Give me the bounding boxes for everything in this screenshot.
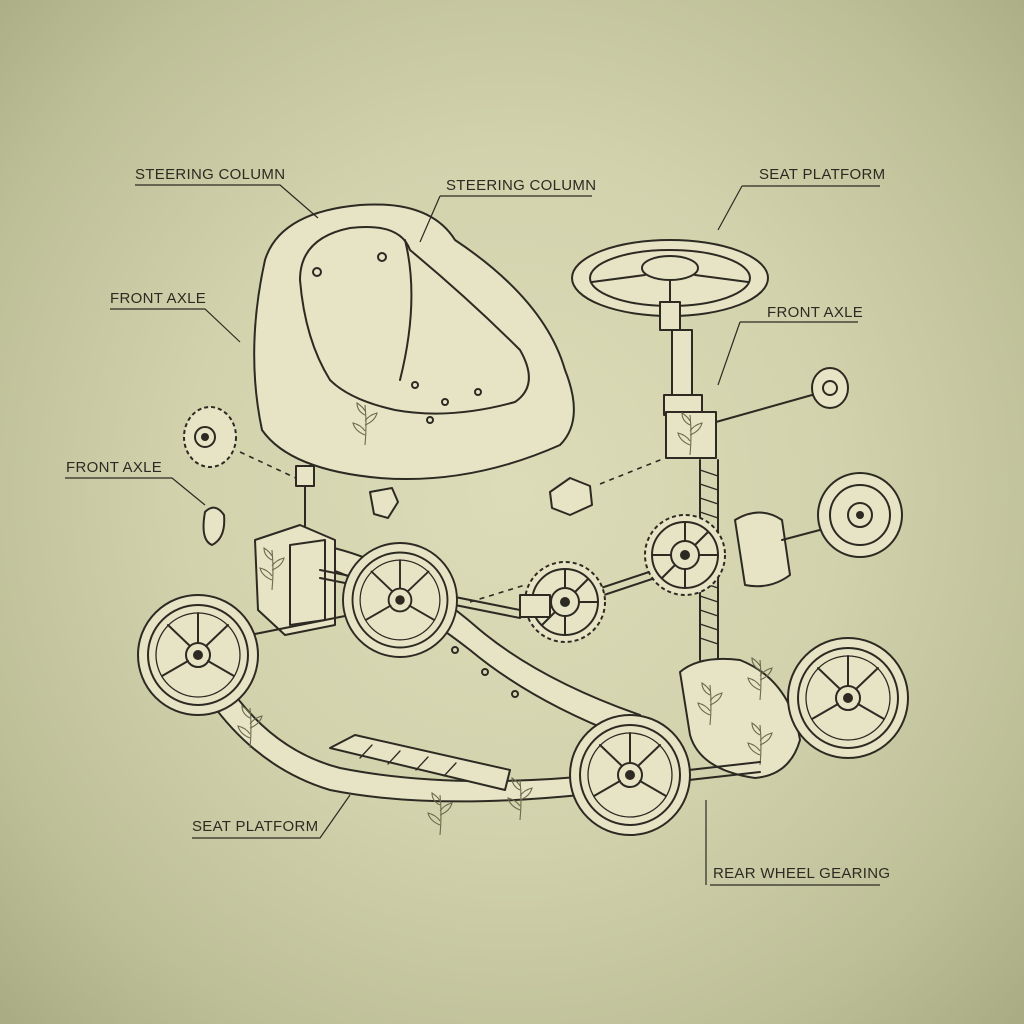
callout-seat-platform-1: SEAT PLATFORM [759,166,886,183]
small-parts [183,406,666,546]
callout-seat-platform-2: SEAT PLATFORM [192,818,319,835]
callout-steering-column-1: STEERING COLUMN [135,166,286,183]
hub-right [817,472,903,558]
wheels [137,472,909,836]
callout-lines [65,184,880,886]
steering-gear [644,514,726,596]
front-left-wheel [137,594,259,716]
callout-front-axle-1: FRONT AXLE [110,290,207,307]
seat-illustration [253,203,575,481]
chassis-illustration [174,511,851,836]
steering-wheel-illustration [571,239,849,661]
front-right-wheel [342,542,458,658]
gears [519,514,726,643]
callout-rear-wheel-gearing: REAR WHEEL GEARING [713,865,891,882]
callout-front-axle-3: FRONT AXLE [66,459,163,476]
callout-steering-column-2: STEERING COLUMN [446,177,597,194]
rear-left-wheel [569,714,691,836]
callout-front-axle-2: FRONT AXLE [767,304,864,321]
rear-right-wheel [787,637,909,759]
